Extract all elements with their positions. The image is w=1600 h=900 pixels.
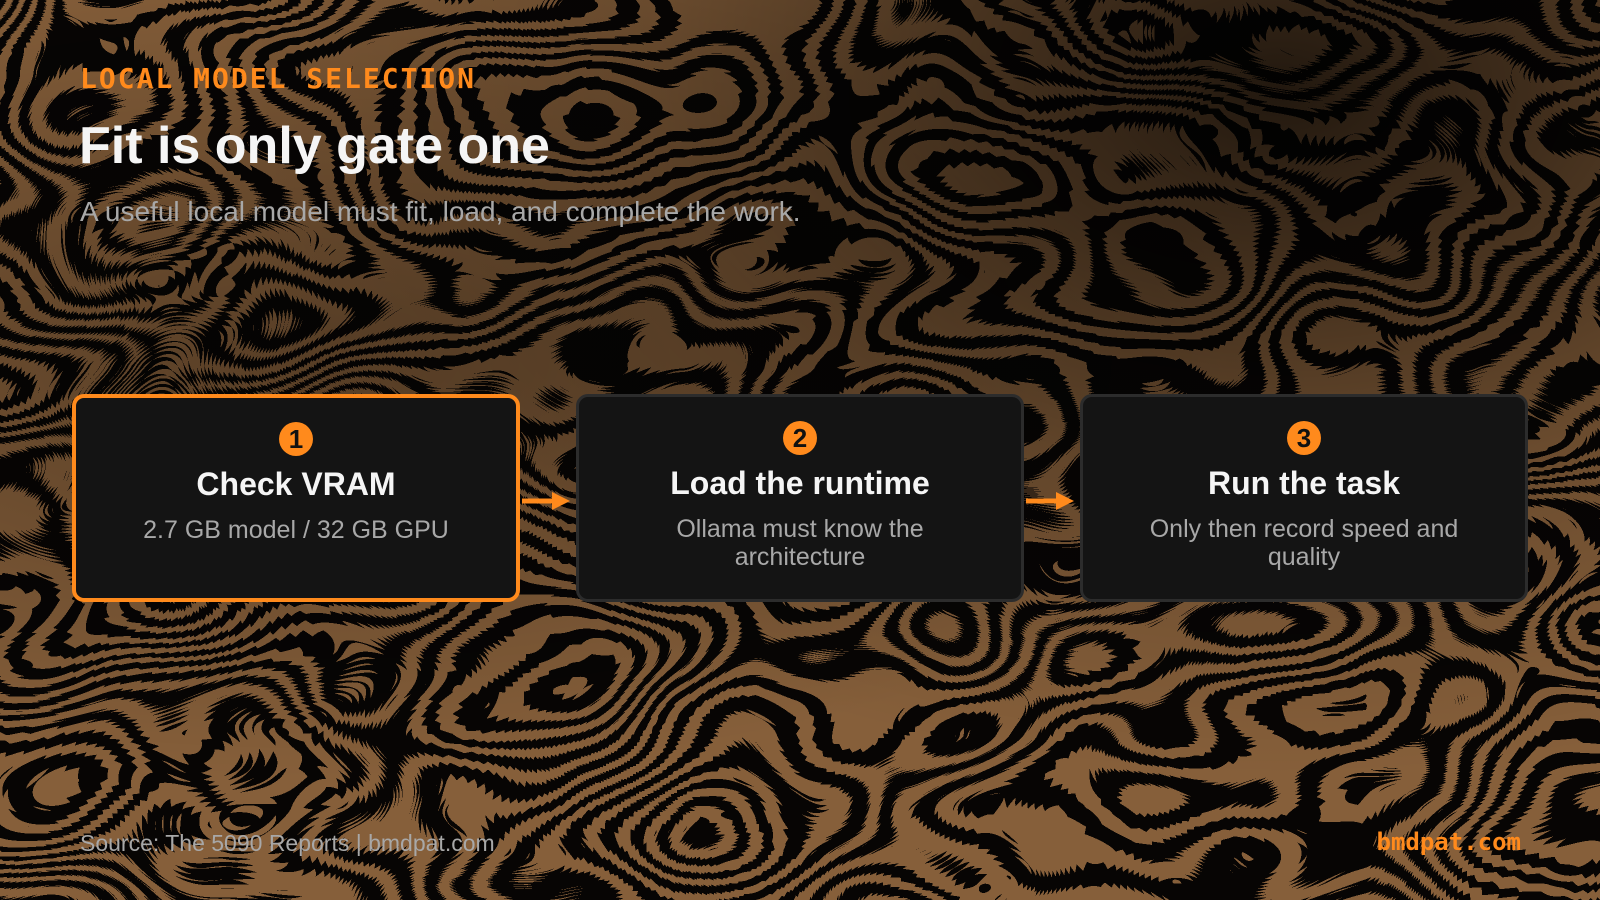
- step-description: 2.7 GB model / 32 GB GPU: [143, 516, 449, 544]
- step-card-load-runtime: 2 Load the runtime Ollama must know the …: [576, 394, 1024, 602]
- source-credit: Source: The 5090 Reports | bmdpat.com: [80, 830, 495, 856]
- step-number-badge: 1: [279, 422, 313, 456]
- arrow-right-icon: [1026, 492, 1074, 510]
- step-number-badge: 3: [1287, 421, 1321, 455]
- step-card-check-vram: 1 Check VRAM 2.7 GB model / 32 GB GPU: [72, 394, 520, 602]
- step-title: Run the task: [1207, 465, 1401, 501]
- arrow-right-icon: [522, 492, 570, 510]
- page-title: Fit is only gate one: [79, 117, 550, 175]
- eyebrow-label: LOCAL MODEL SELECTION: [80, 62, 477, 95]
- step-title: Load the runtime: [670, 465, 930, 501]
- process-flow: 1 Check VRAM 2.7 GB model / 32 GB GPU 2 …: [72, 394, 1528, 602]
- step-description: Only then record speed and quality: [1149, 515, 1459, 571]
- step-description: Ollama must know the architecture: [676, 515, 924, 571]
- step-title: Check VRAM: [196, 466, 396, 502]
- brand-link[interactable]: bmdpat.com: [1376, 828, 1522, 856]
- step-card-run-task: 3 Run the task Only then record speed an…: [1080, 394, 1528, 602]
- step-number-badge: 2: [783, 421, 817, 455]
- page-subtitle: A useful local model must fit, load, and…: [80, 196, 801, 227]
